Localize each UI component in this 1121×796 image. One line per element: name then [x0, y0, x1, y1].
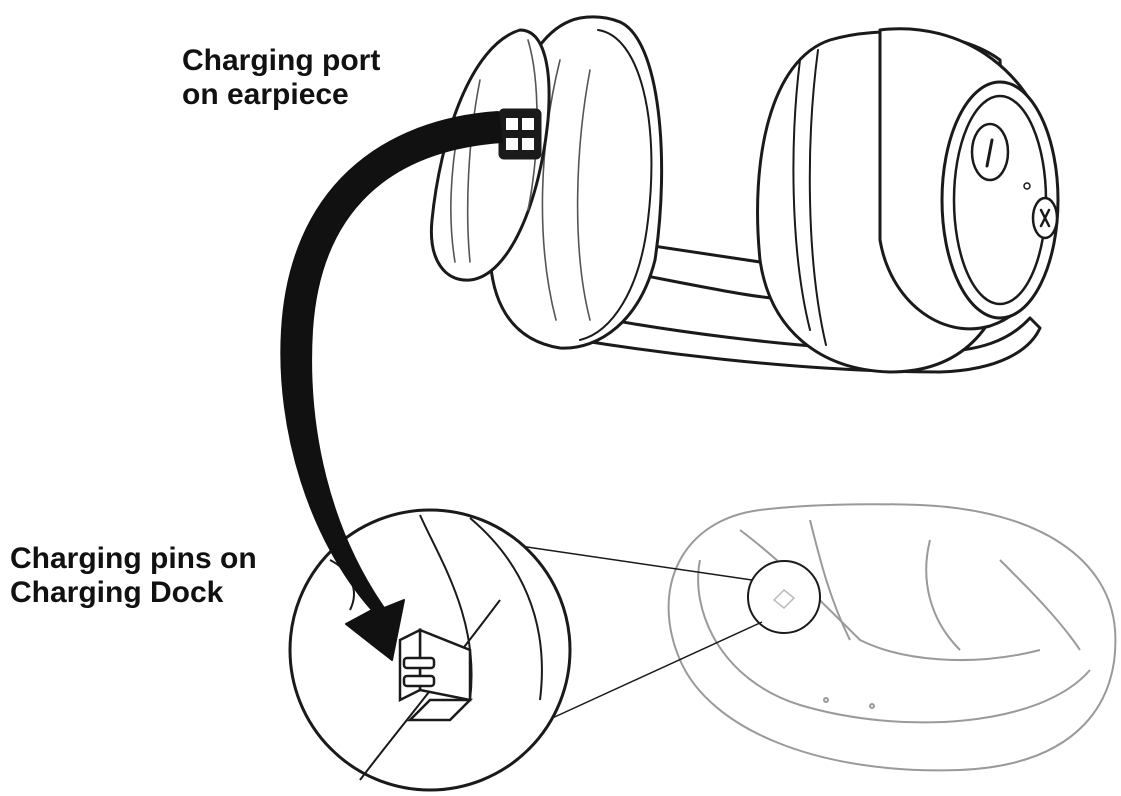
earpiece-plate	[429, 28, 551, 282]
charging-pins-label: Charging pins on Charging Dock	[10, 542, 257, 610]
connection-arrow	[280, 111, 503, 661]
right-earcup	[756, 27, 1060, 374]
left-earcup	[429, 15, 664, 350]
charging-port-label-line1: Charging port	[182, 44, 381, 77]
charging-pins-label-line2: Charging Dock	[10, 576, 224, 609]
charging-dock	[667, 503, 1117, 772]
dock-rim	[697, 559, 1091, 724]
charging-port-label: Charging port on earpiece	[182, 44, 380, 112]
dock-outer	[667, 503, 1117, 772]
charging-port	[498, 108, 542, 160]
charging-pins-label-line1: Charging pins on	[10, 542, 257, 575]
headphones	[429, 15, 1060, 374]
magnifier-lines	[519, 545, 763, 721]
magnified-pins-view	[288, 508, 572, 792]
dock-pin-area	[747, 560, 821, 634]
charging-port-label-line2: on earpiece	[182, 78, 349, 111]
charging-pins	[398, 627, 474, 722]
